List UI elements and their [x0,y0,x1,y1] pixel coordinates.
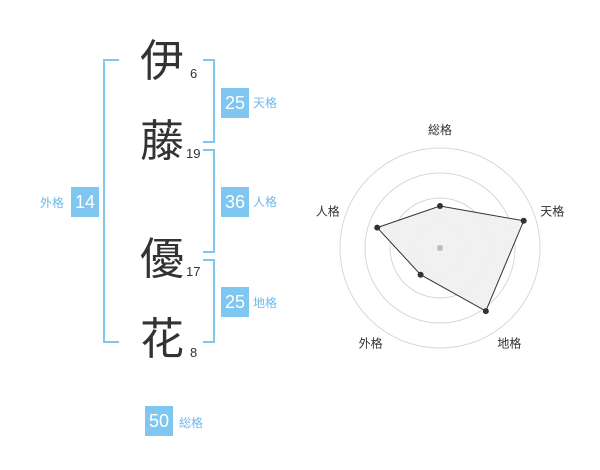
gaikaku-value: 14 [71,187,100,217]
radar-center [437,245,443,251]
soukaku-value: 50 [145,406,174,436]
radar-ring [339,147,541,349]
chikaku-value: 25 [221,287,250,317]
radar-point-4 [417,271,424,278]
name-char-2: 藤 [140,116,184,167]
radar-axis-label-4: 外格 [359,336,383,351]
radar-point-3 [482,308,489,315]
radar-area [376,205,525,312]
radar-ring [364,172,516,324]
radar-axis-label-5: 人格 [316,204,340,219]
radar-axis-label-3: 地格 [497,336,521,351]
radar-point-5 [374,224,381,231]
gaikaku-label: 外格 [40,196,65,210]
jinkaku-value: 36 [221,187,250,217]
name-char-1: 伊 [140,36,184,87]
stroke-count-1: 6 [190,66,198,81]
name-char-3: 優 [140,234,184,285]
jinkaku-label: 人格 [253,195,278,209]
chikaku-label: 地格 [253,296,278,310]
radar-axis-label-2: 天格 [540,204,564,219]
jinkaku-bracket [203,149,215,253]
stroke-count-2: 19 [186,146,201,161]
radar-axis-label-1: 総格 [428,122,452,137]
chikaku-bracket [203,259,215,343]
tenkaku-bracket [203,59,215,143]
name-char-4: 花 [140,314,184,365]
tenkaku-value: 25 [221,88,250,118]
stroke-count-3: 17 [186,264,201,279]
radar-point-2 [520,217,527,224]
tenkaku-label: 天格 [253,96,278,110]
soukaku-label: 総格 [179,416,204,430]
stroke-count-4: 8 [190,345,198,360]
gaikaku-bracket [103,59,119,343]
radar-point-1 [437,203,443,209]
